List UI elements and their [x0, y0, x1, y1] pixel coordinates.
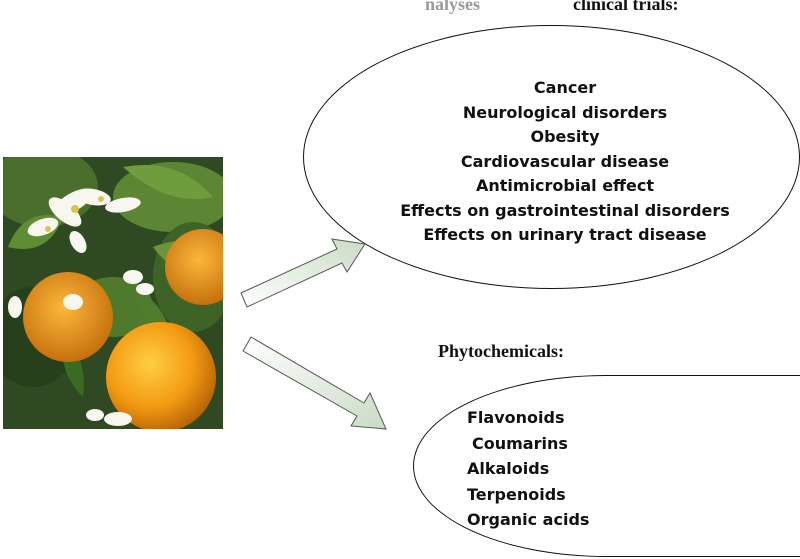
clinical-ellipse — [303, 25, 800, 289]
list-item: Coumarins — [472, 433, 568, 453]
clinical-heading: clinical trials: — [573, 0, 679, 14]
arrow-down-right — [242, 336, 387, 430]
clinical-list: Cancer Neurological disorders Obesity Ca… — [400, 76, 730, 248]
list-item: Terpenoids — [467, 484, 566, 504]
list-item: Cardiovascular disease — [460, 151, 670, 171]
list-item: Cancer — [533, 78, 597, 97]
orange-tree-photo — [3, 157, 223, 429]
branch-arrows — [240, 238, 387, 430]
phytochemicals-heading: Phytochemicals: — [438, 341, 564, 361]
arrow-up-right — [240, 238, 366, 308]
phytochemicals-list: Flavonoids Coumarins Alkaloids Terpenoid… — [467, 405, 589, 533]
phytochemicals-ellipse — [413, 375, 800, 557]
list-item: Antimicrobial effect — [475, 176, 654, 195]
list-item: Alkaloids — [467, 459, 550, 478]
list-item: Flavonoids — [467, 408, 565, 427]
list-item: Neurological disorders — [462, 102, 668, 122]
list-item: Effects on gastrointestinal disorders — [400, 200, 730, 220]
list-item: Effects on urinary tract disease — [423, 225, 707, 244]
clinical-heading-left: nalyses — [425, 0, 481, 14]
list-item: Organic acids — [467, 510, 590, 529]
list-item: Obesity — [530, 127, 600, 146]
